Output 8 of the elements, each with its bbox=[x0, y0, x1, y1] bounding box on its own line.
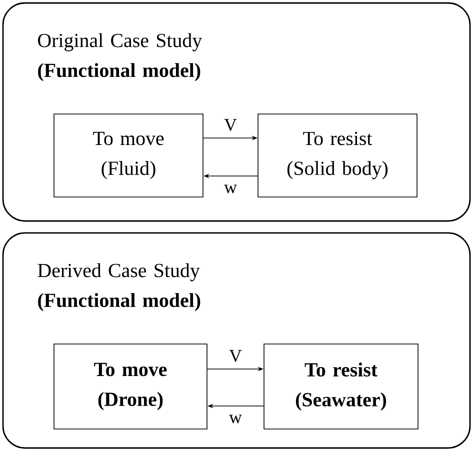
process-box: To resist (Solid body) bbox=[258, 114, 418, 198]
process-box: To move (Drone) bbox=[54, 344, 208, 430]
process-box: To resist (Seawater) bbox=[264, 344, 418, 430]
edge-label: w bbox=[229, 414, 242, 424]
edge-label: V bbox=[224, 118, 237, 131]
edge-label: w bbox=[224, 184, 237, 194]
edge-label: V bbox=[229, 350, 242, 362]
process-box: To move (Fluid) bbox=[54, 114, 204, 198]
